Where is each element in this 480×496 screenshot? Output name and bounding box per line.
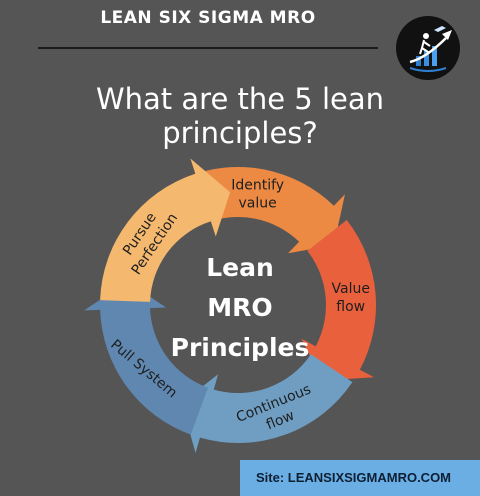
cycle-arrow-2	[301, 220, 377, 381]
cycle-step-label-1-line-1: Identify	[231, 178, 284, 194]
cycle-step-label-1: Identify value	[231, 178, 284, 212]
headline-line-2: principles?	[162, 116, 318, 150]
center-line-2: MRO	[207, 293, 273, 322]
header-divider	[38, 47, 378, 49]
cycle-arrow-4	[84, 281, 208, 435]
center-line-3: Principles	[170, 333, 310, 362]
brand-title: LEAN SIX SIGMA MRO	[100, 8, 316, 28]
logo	[396, 16, 460, 80]
cycle-arrow-5	[100, 158, 231, 302]
plane-growth-chart-icon	[409, 26, 452, 72]
headline-line-1: What are the 5 lean	[95, 82, 385, 116]
cycle-step-label-2-line-1: Value	[331, 281, 369, 297]
cycle-step-label-1-line-2: value	[238, 196, 276, 212]
cycle-arrow-3	[181, 354, 353, 454]
center-line-1: Lean	[206, 253, 274, 282]
cycle-step-label-2-line-2: flow	[336, 299, 365, 315]
cycle-center-label: Lean MRO Principles	[150, 248, 330, 368]
headline: What are the 5 lean principles?	[40, 82, 440, 150]
cycle-step-label-2: Value flow	[331, 281, 369, 315]
site-footer: Site: LEANSIXSIGMAMRO.COM	[240, 460, 480, 496]
cycle-arrow-1	[186, 167, 345, 254]
